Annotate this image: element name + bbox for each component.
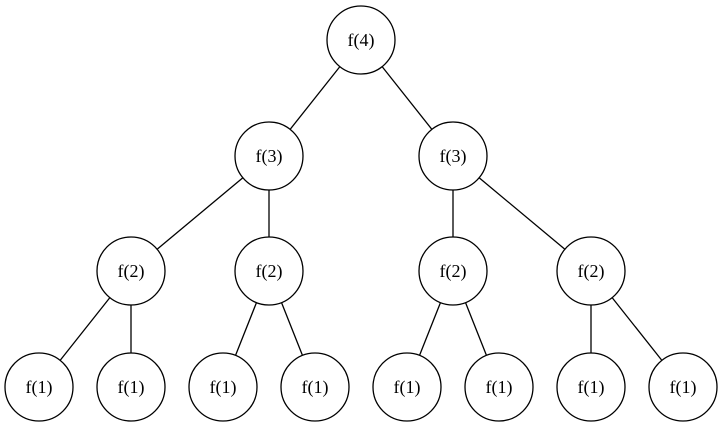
node-label: f(3) — [440, 146, 467, 167]
tree-node: f(3) — [418, 121, 488, 191]
node-label: f(1) — [118, 377, 145, 398]
tree-edge — [478, 177, 566, 250]
node-circle — [96, 352, 166, 422]
tree-node: f(1) — [4, 352, 74, 422]
node-label: f(2) — [440, 261, 467, 282]
node-label: f(4) — [348, 30, 375, 51]
tree-edge — [418, 302, 442, 356]
tree-edge — [59, 297, 111, 361]
tree-node: f(1) — [372, 352, 442, 422]
tree-edge — [156, 177, 244, 250]
tree-node: f(1) — [648, 352, 718, 422]
tree-nodes: f(4) f(3) f(3) f(2) f(2) f(2) f(2) f(1) f(1) f(1)… — [4, 5, 718, 422]
tree-node: f(4) — [326, 5, 396, 75]
node-circle — [418, 121, 488, 191]
node-label: f(2) — [256, 261, 283, 282]
node-circle — [464, 352, 534, 422]
tree-node: f(2) — [556, 236, 626, 306]
node-circle — [96, 236, 166, 306]
node-label: f(1) — [26, 377, 53, 398]
tree-edges — [59, 66, 663, 361]
tree-node: f(1) — [464, 352, 534, 422]
node-label: f(1) — [670, 377, 697, 398]
tree-edge — [280, 302, 304, 356]
node-label: f(1) — [486, 377, 513, 398]
tree-node: f(3) — [234, 121, 304, 191]
node-circle — [418, 236, 488, 306]
node-circle — [234, 121, 304, 191]
node-circle — [4, 352, 74, 422]
node-label: f(3) — [256, 146, 283, 167]
node-circle — [556, 352, 626, 422]
node-label: f(1) — [394, 377, 421, 398]
tree-node: f(1) — [556, 352, 626, 422]
tree-edge — [234, 302, 258, 356]
tree-edge — [289, 66, 341, 130]
tree-node: f(2) — [418, 236, 488, 306]
node-circle — [556, 236, 626, 306]
tree-node: f(2) — [234, 236, 304, 306]
node-circle — [280, 352, 350, 422]
node-label: f(1) — [578, 377, 605, 398]
tree-node: f(1) — [96, 352, 166, 422]
tree-node: f(1) — [280, 352, 350, 422]
node-label: f(1) — [210, 377, 237, 398]
tree-edge — [611, 297, 663, 361]
node-circle — [372, 352, 442, 422]
node-circle — [648, 352, 718, 422]
node-label: f(2) — [578, 261, 605, 282]
node-circle — [188, 352, 258, 422]
node-label: f(2) — [118, 261, 145, 282]
node-circle — [326, 5, 396, 75]
tree-node: f(1) — [188, 352, 258, 422]
node-circle — [234, 236, 304, 306]
tree-edge — [464, 302, 488, 356]
tree-edge — [381, 66, 433, 130]
node-label: f(1) — [302, 377, 329, 398]
tree-node: f(2) — [96, 236, 166, 306]
